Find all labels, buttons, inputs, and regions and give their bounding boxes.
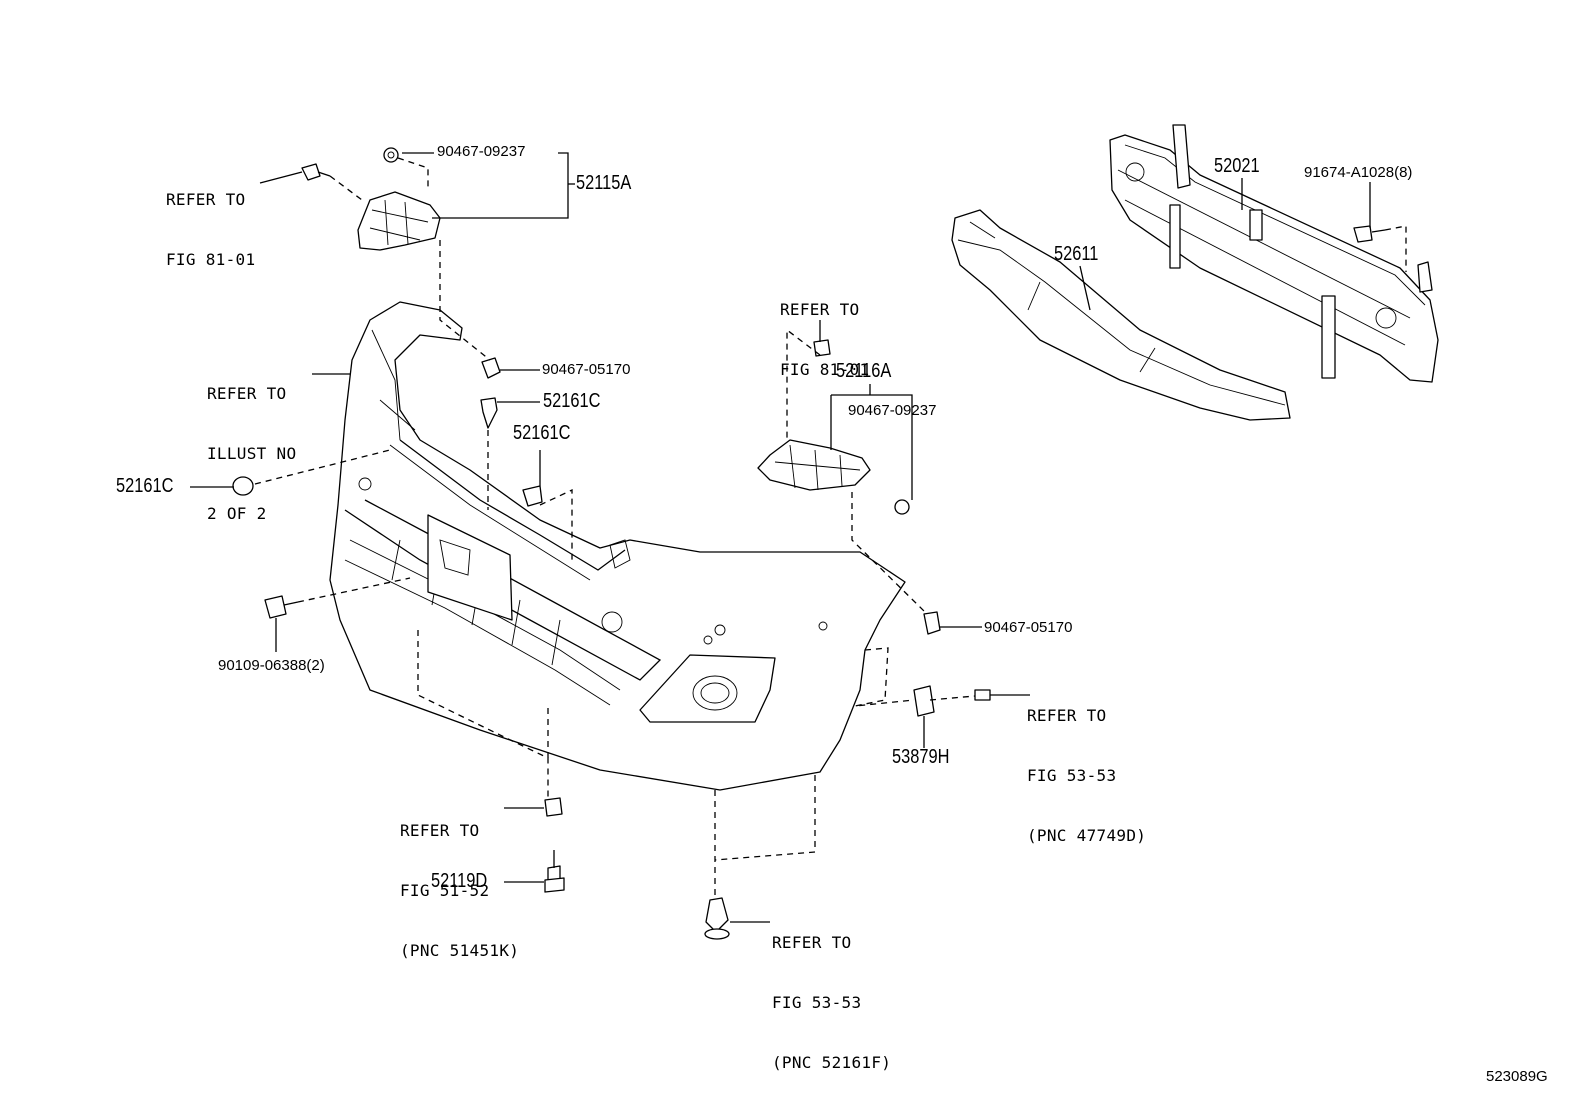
part-number-90467-05170-left: 90467-05170 [542, 361, 631, 378]
refer-line: REFER TO [1027, 706, 1107, 725]
refer-line: FIG 53-53 [1027, 766, 1117, 785]
part-number-90467-05170-right: 90467-05170 [984, 619, 1073, 636]
part-number-52161C-a: 52161C [543, 390, 601, 412]
part-number-52115A: 52115A [576, 172, 632, 194]
refer-fig-53-53-right: REFER TO FIG 53-53 (PNC 47749D) [1027, 666, 1146, 866]
refer-line: FIG 51-52 [400, 881, 490, 900]
refer-fig-81-01-left: REFER TO FIG 81-01 [166, 150, 255, 290]
refer-line: ILLUST NO [207, 444, 297, 463]
refer-fig-53-53-bottom: REFER TO FIG 53-53 (PNC 52161F) [772, 893, 891, 1093]
guide-lines [254, 157, 1407, 898]
refer-line: (PNC 51451K) [400, 941, 520, 960]
refer-line: REFER TO [780, 300, 860, 319]
refer-fig-51-52: REFER TO FIG 51-52 (PNC 51451K) [400, 781, 519, 981]
refer-fig-81-01-mid: REFER TO FIG 81-01 [780, 260, 869, 400]
refer-line: FIG 81-01 [780, 360, 870, 379]
part-number-52161C-c: 52161C [116, 475, 174, 497]
refer-line: FIG 81-01 [166, 250, 256, 269]
part-number-52119D: 52119D [431, 870, 488, 892]
part-number-90109-06388: 90109-06388(2) [218, 657, 325, 674]
bracket-52115A [357, 191, 441, 251]
part-number-52021: 52021 [1214, 155, 1260, 177]
refer-illust-no: REFER TO ILLUST NO 2 OF 2 [207, 344, 296, 544]
part-number-90467-09237-mid: 90467-09237 [848, 402, 937, 419]
bumper-cover [329, 301, 906, 791]
absorber-52611 [951, 209, 1291, 421]
part-number-52116A: 52116A [836, 360, 892, 382]
refer-line: REFER TO [772, 933, 852, 952]
refer-line: 2 OF 2 [207, 504, 267, 523]
refer-line: (PNC 52161F) [772, 1053, 892, 1072]
part-number-52611: 52611 [1054, 243, 1099, 265]
part-number-91674-A1028: 91674-A1028(8) [1304, 164, 1413, 181]
part-number-53879H: 53879H [892, 746, 950, 768]
refer-line: REFER TO [166, 190, 246, 209]
part-number-90467-09237-top: 90467-09237 [437, 143, 526, 160]
bracket-52116A [757, 439, 871, 491]
refer-line: REFER TO [400, 821, 480, 840]
reinforcement-52021 [1109, 124, 1439, 383]
figure-code: 523089G [1486, 1068, 1548, 1085]
refer-line: FIG 53-53 [772, 993, 862, 1012]
refer-line: REFER TO [207, 384, 287, 403]
leader-lines [190, 152, 1371, 923]
part-number-52161C-b: 52161C [513, 422, 571, 444]
refer-line: (PNC 47749D) [1027, 826, 1147, 845]
